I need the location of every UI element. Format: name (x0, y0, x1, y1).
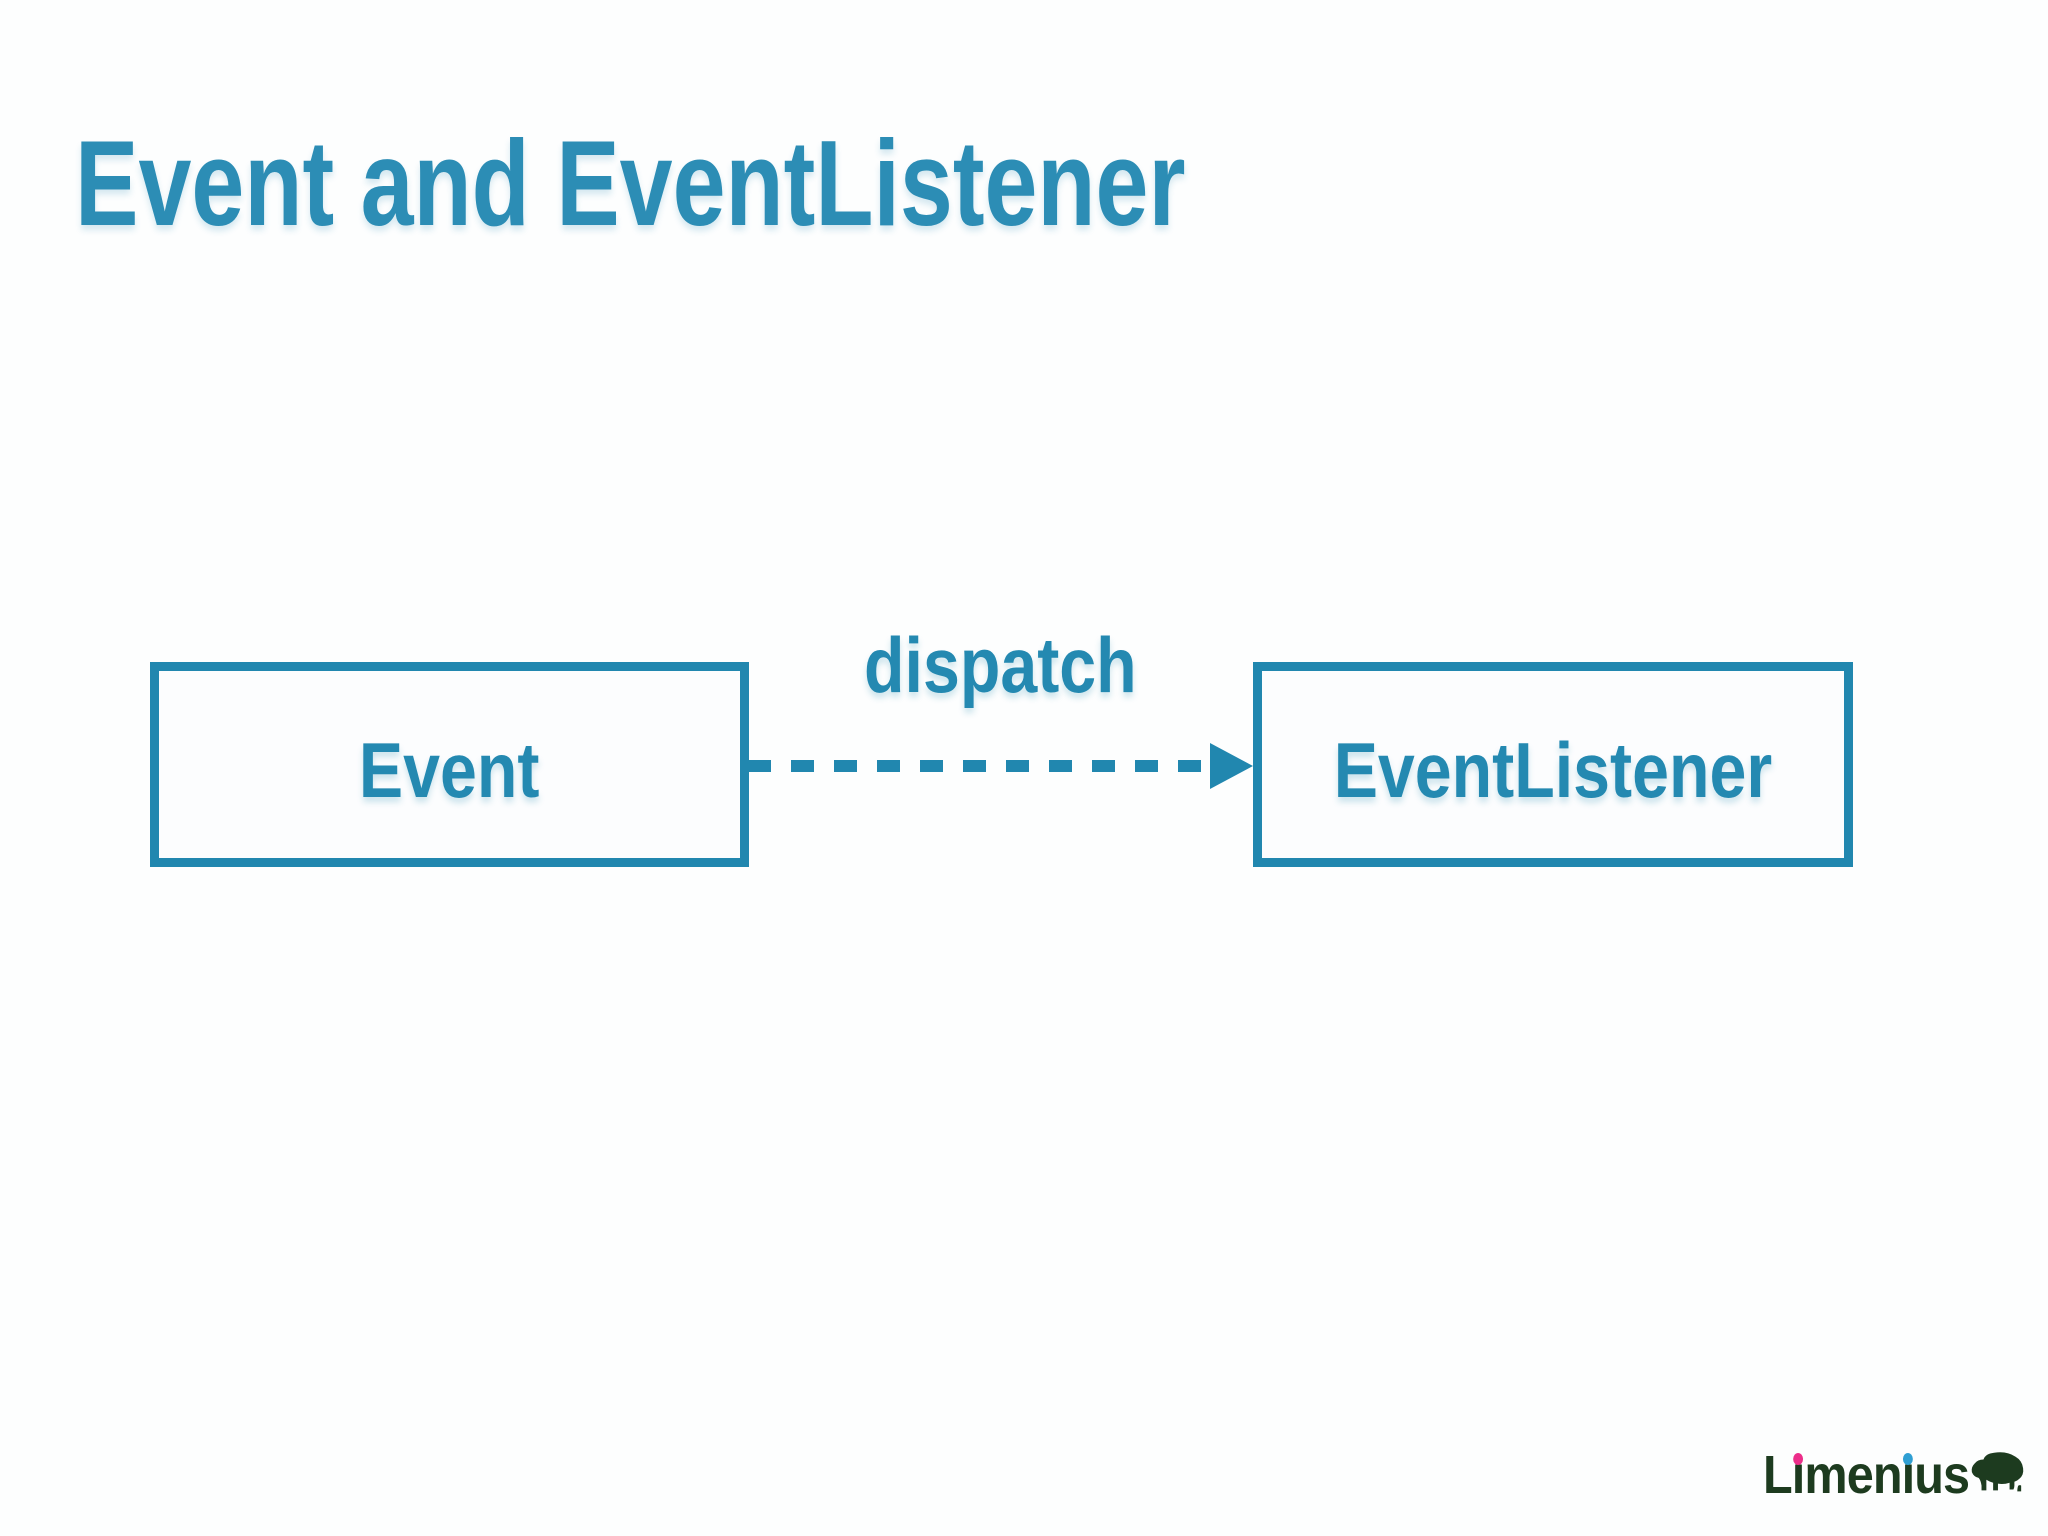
logo-letter: L (1763, 1445, 1793, 1505)
slide-title: Event and EventListener (75, 114, 1186, 251)
event-node-label: Event (359, 726, 540, 814)
logo-letter: us (1914, 1445, 1970, 1505)
dashed-connector-line (748, 760, 1210, 772)
dispatch-edge-label-text: dispatch (864, 621, 1137, 709)
event-node-box: Event (150, 662, 749, 867)
limenius-logo-text: Lımenıus (1763, 1445, 1970, 1505)
limenius-logo: Lımenıus (1763, 1445, 2024, 1508)
eventlistener-node-box: EventListener (1253, 662, 1853, 867)
logo-letter: men (1804, 1445, 1902, 1505)
eventlistener-node-label: EventListener (1333, 726, 1773, 814)
bison-icon (1971, 1452, 2024, 1492)
arrowhead-icon (1210, 743, 1253, 789)
logo-letter-i-blue-dot: ı (1901, 1445, 1916, 1505)
logo-letter-i-pink-dot: ı (1791, 1445, 1806, 1505)
dispatch-edge-label: dispatch (748, 620, 1253, 711)
